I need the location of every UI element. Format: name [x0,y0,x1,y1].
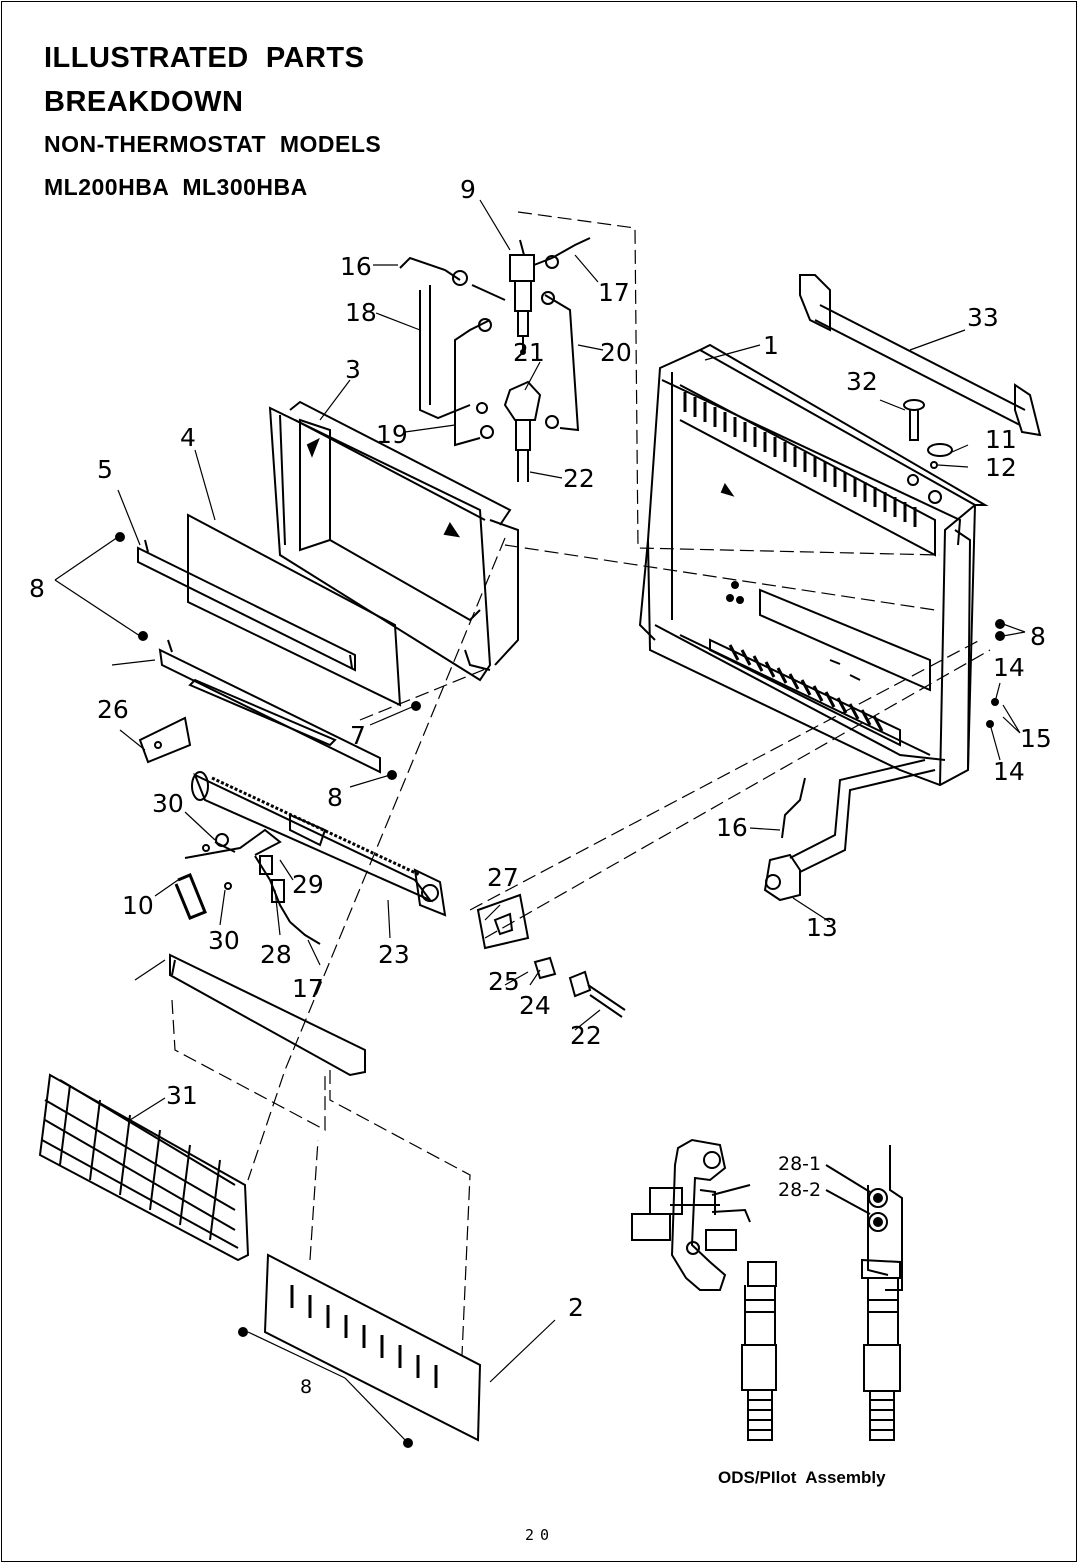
control-valve-drawing [763,759,936,902]
callout-label: 30 [152,789,184,818]
bottom-bracket-drawing [158,639,381,774]
callout-label: 17 [598,278,630,307]
callout-label: 9 [460,175,476,204]
cabinet-drawing [638,343,989,787]
callout-label: 18 [345,298,377,327]
inset-callout-28-2: 28-2 [778,1179,821,1201]
page-number: 20 [524,1526,556,1544]
lower-louvres [728,644,884,732]
callout-label: 21 [513,338,545,367]
callout-label: 8 [327,783,343,812]
callout-label: 24 [519,991,551,1020]
title-line-2: BREAKDOWN [44,86,244,118]
subtitle: NON-THERMOSTAT MODELS [44,131,382,157]
callout-label: 26 [97,695,129,724]
callout-label: 11 [985,425,1017,454]
knob-drawing [903,399,953,469]
callout-label: 10 [122,891,154,920]
callout-label: 8 [1030,622,1046,651]
title-line-1: ILLUSTRATED PARTS [44,42,365,74]
callout-label: 28 [260,940,292,969]
callout-labels: 1 2 3 4 5 8 7 8 8 8 9 10 11 12 13 14 14 … [29,175,1052,1398]
callout-label: 16 [340,252,372,281]
inset-caption: ODS/PIlot Assembly [718,1468,886,1487]
back-panel-drawing [268,400,519,682]
callout-label: 27 [487,863,519,892]
callout-label: 32 [846,367,878,396]
top-bracket-drawing [137,539,356,672]
callout-label: 16 [716,813,748,842]
callout-label: 4 [180,423,196,452]
callout-label: 14 [993,757,1025,786]
callout-label: 17 [292,974,324,1003]
callout-label: 15 [1020,724,1052,753]
assembly-dash-lines [171,211,991,1356]
callout-label: 14 [993,653,1025,682]
ods-pilot-inset: 28-1 28-2 [631,1138,903,1441]
callout-label: 13 [806,913,838,942]
callout-label: 8 [29,574,45,603]
callout-label: 19 [376,420,408,449]
mounting-bracket-drawing [799,274,1042,437]
leader-lines [54,199,1026,1444]
callout-label: 29 [292,870,324,899]
lower-trim-drawing [169,953,366,1077]
upper-louvres [683,392,917,527]
heat-shield-drawing [187,513,402,707]
callout-label: 31 [166,1081,198,1110]
callout-label: 33 [967,303,999,332]
screws [115,532,1005,1448]
callout-label: 3 [345,355,361,384]
pilot-bracket-drawing [138,716,530,950]
callout-label: 20 [600,338,632,367]
inset-callout-28-1: 28-1 [778,1153,821,1175]
callout-label: 22 [563,464,595,493]
front-panel-slots [290,1285,438,1388]
callout-label: 30 [208,926,240,955]
callout-label: 5 [97,455,113,484]
callout-label: 23 [378,940,410,969]
callout-label: 12 [985,453,1017,482]
callout-label: 25 [488,967,520,996]
callout-label: 1 [763,331,779,360]
burner-drawing [191,771,447,917]
callout-label: 2 [568,1293,584,1322]
model-numbers: ML200HBA ML300HBA [44,174,308,200]
callout-label: 22 [570,1021,602,1050]
callout-label: 7 [350,721,366,750]
callout-label: 8 [300,1376,312,1398]
gas-valve-drawing [399,237,591,482]
front-panel-drawing [263,1253,482,1442]
grille-drawing [38,1073,250,1262]
